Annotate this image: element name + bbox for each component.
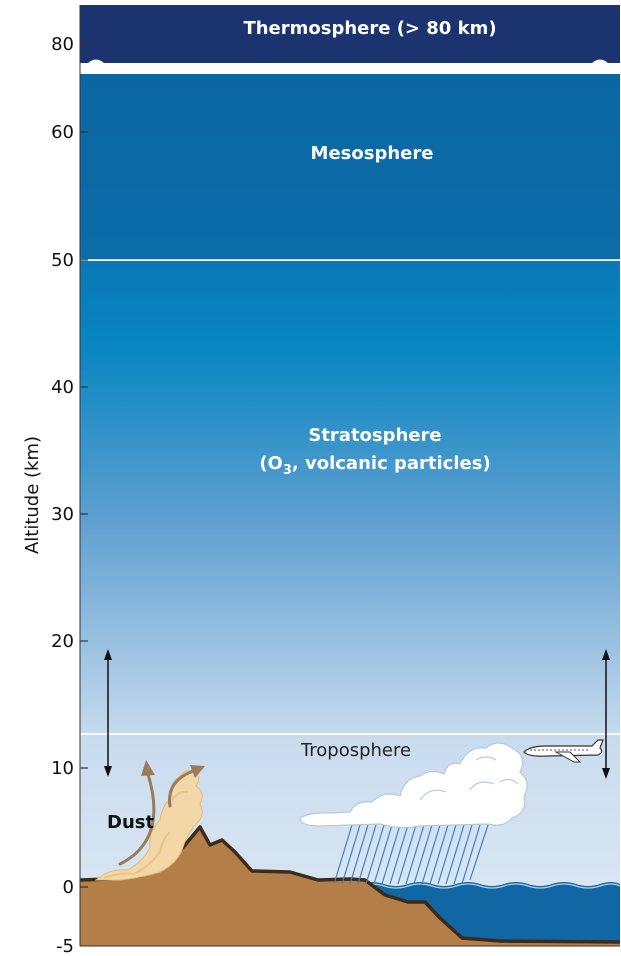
double-arrow-head-left-top bbox=[104, 649, 112, 660]
troposphere-label: Troposphere bbox=[300, 740, 411, 761]
thermosphere-label: Thermosphere (> 80 km) bbox=[243, 18, 496, 39]
double-arrow-head-left-bottom bbox=[104, 766, 112, 777]
mesosphere-label: Mesosphere bbox=[311, 143, 434, 164]
thermosphere-band bbox=[80, 5, 620, 63]
cloud-icon bbox=[299, 742, 528, 829]
ocean-wave-highlight bbox=[359, 883, 621, 889]
terrain bbox=[80, 827, 620, 946]
rain-icon bbox=[333, 824, 489, 885]
double-arrow-head-right-bottom bbox=[602, 768, 610, 779]
tick-label-20: 20 bbox=[51, 631, 74, 652]
stratosphere-sublabel-post: , volcanic particles) bbox=[292, 453, 491, 474]
break-line bbox=[80, 59, 620, 74]
double-arrow-icon bbox=[107, 660, 607, 768]
mesosphere-band bbox=[80, 74, 620, 260]
tick-label-30: 30 bbox=[51, 504, 74, 525]
y-axis-label: Altitude (km) bbox=[22, 436, 43, 554]
double-arrow-head-right-top bbox=[602, 649, 610, 660]
dust-label: Dust bbox=[107, 812, 154, 833]
tick-label-80: 80 bbox=[51, 34, 74, 55]
tick-label-0: 0 bbox=[63, 877, 74, 898]
dust-arrow-head-1 bbox=[141, 760, 155, 776]
ozone-subscript: 3 bbox=[283, 463, 292, 478]
tick-label-50: 50 bbox=[51, 250, 74, 271]
airplane-icon bbox=[523, 739, 604, 763]
dust-arrow-head-2 bbox=[190, 765, 205, 778]
dust-arrow-icon bbox=[118, 768, 198, 866]
stratosphere-sublabel-pre: (O bbox=[259, 453, 283, 474]
tick-label-60: 60 bbox=[51, 122, 74, 143]
tick-label-minus-5: -5 bbox=[56, 936, 74, 956]
tick-label-40: 40 bbox=[51, 377, 74, 398]
tick-label-10: 10 bbox=[51, 758, 74, 779]
stratosphere-sublabel: (O3, volcanic particles) bbox=[259, 453, 490, 478]
stratosphere-band bbox=[80, 261, 620, 734]
stratosphere-label: Stratosphere bbox=[308, 425, 441, 446]
y-axis-ticks bbox=[80, 43, 88, 888]
